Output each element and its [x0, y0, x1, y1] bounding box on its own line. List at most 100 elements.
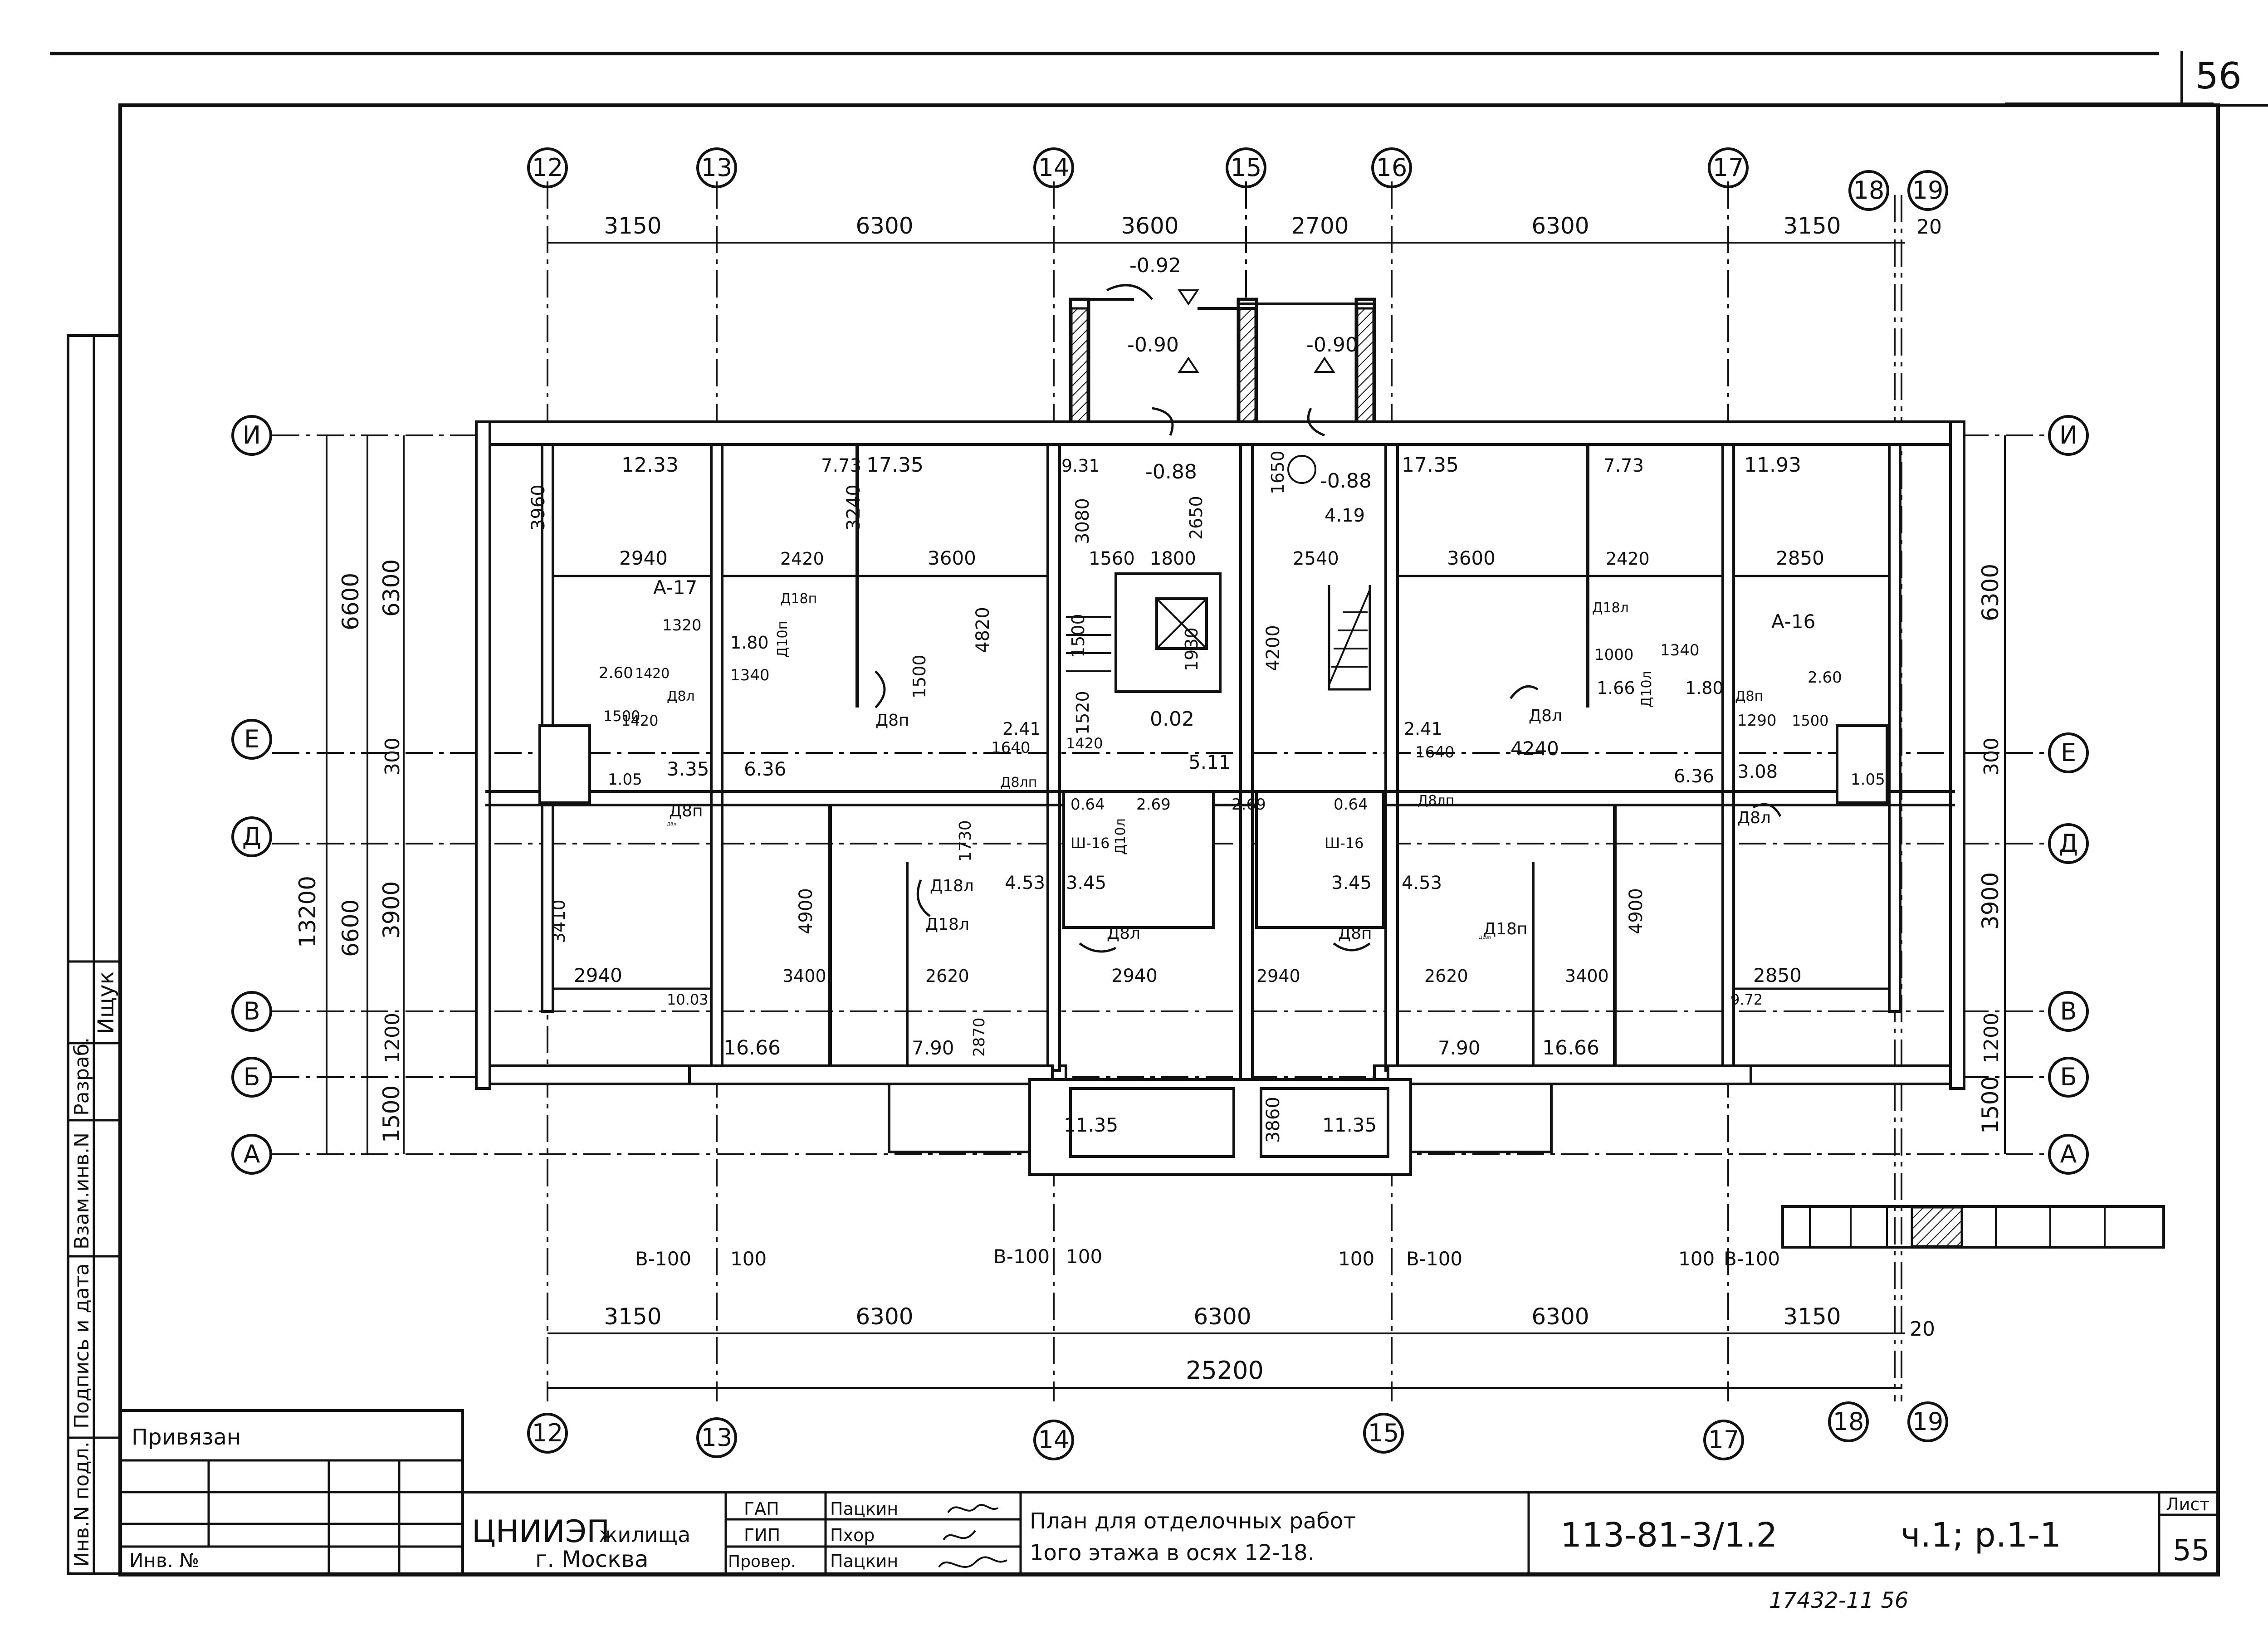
axis-markers-left: И Е Д В Б А — [231, 415, 272, 1175]
axis-marker-13-bottom: 13 — [696, 1417, 737, 1458]
svg-text:1730: 1730 — [956, 820, 975, 862]
level-1: -0.92 — [1129, 254, 1181, 277]
svg-text:1500: 1500 — [909, 654, 929, 698]
svg-text:В: В — [243, 997, 260, 1025]
svg-text:И: И — [2059, 421, 2077, 449]
svg-text:14: 14 — [1038, 1425, 1070, 1454]
room-areas: 12.33 7.73 17.35 9.31 17.35 7.73 11.93 1… — [599, 454, 1885, 1136]
svg-text:3.35: 3.35 — [667, 758, 709, 780]
svg-text:100: 100 — [1678, 1248, 1715, 1270]
svg-text:1000: 1000 — [1594, 646, 1634, 664]
svg-text:12: 12 — [532, 153, 563, 182]
svg-text:Д18л: Д18л — [925, 915, 969, 934]
axis-marker-12-bottom: 12 — [527, 1413, 568, 1454]
svg-text:1500: 1500 — [603, 708, 640, 725]
svg-text:16: 16 — [1376, 153, 1408, 182]
svg-text:100: 100 — [1338, 1248, 1374, 1270]
room-dimensions: 3960 3240 4820 3080 2650 1650 2940 2420 … — [528, 450, 1828, 1143]
svg-text:1520: 1520 — [1073, 691, 1093, 735]
svg-text:13200: 13200 — [294, 876, 321, 948]
axis-marker-D-right: Д — [2048, 823, 2089, 864]
axis-marker-14: 14 — [1033, 147, 1074, 188]
side-label-replace: Взам.инв.N — [70, 1132, 93, 1249]
svg-text:1800: 1800 — [1150, 548, 1196, 569]
dim-top-4: 2700 — [1291, 213, 1349, 239]
signatures — [938, 1504, 1007, 1568]
svg-text:Д8л: Д8л — [1107, 924, 1140, 943]
svg-text:2620: 2620 — [1424, 966, 1468, 986]
title-block — [119, 1409, 2219, 1575]
svg-text:4820: 4820 — [973, 607, 993, 653]
svg-text:6300: 6300 — [378, 559, 405, 617]
door-marks: А-17 А-16 Д18п Д8п Д8л Д10п Д18л Д8л Д8п… — [653, 284, 1815, 953]
svg-text:2940: 2940 — [1111, 966, 1158, 986]
svg-text:Д18п: Д18п — [1479, 935, 1491, 940]
level-3: -0.90 — [1306, 333, 1358, 356]
level-4: -0.88 — [1145, 460, 1197, 483]
axis-markers-bottom: 12 13 14 15 17 18 19 — [527, 1401, 1948, 1460]
dimension-bottom-labels: 3150 6300 6300 6300 3150 20 25200 — [604, 1303, 1935, 1385]
svg-text:3900: 3900 — [378, 881, 405, 939]
svg-text:В-100: В-100 — [1724, 1248, 1780, 1270]
inv-label: Инв. № — [129, 1549, 199, 1572]
drawing-part: ч.1; р.1-1 — [1901, 1516, 2061, 1555]
svg-text:300: 300 — [381, 737, 404, 776]
svg-text:Д18п: Д18п — [1483, 920, 1527, 938]
axis-marker-B-right: Б — [2048, 1057, 2089, 1098]
level-6: 0.02 — [1150, 708, 1194, 731]
svg-text:1500: 1500 — [1792, 712, 1828, 729]
side-stamp — [67, 334, 122, 1575]
svg-text:6.36: 6.36 — [744, 758, 787, 780]
svg-text:0.64: 0.64 — [1334, 796, 1368, 814]
svg-text:4900: 4900 — [1626, 888, 1647, 934]
axis-marker-B-left: Б — [231, 1057, 272, 1098]
svg-text:3240: 3240 — [843, 484, 864, 531]
svg-text:2850: 2850 — [1776, 547, 1824, 569]
svg-text:17: 17 — [1713, 153, 1744, 182]
svg-text:6600: 6600 — [337, 899, 364, 957]
svg-text:Ш-16: Ш-16 — [1325, 835, 1364, 852]
svg-text:13: 13 — [701, 1423, 733, 1452]
svg-text:1420: 1420 — [621, 712, 658, 729]
svg-text:2940: 2940 — [1256, 966, 1300, 986]
svg-text:4900: 4900 — [796, 888, 816, 934]
svg-text:2.41: 2.41 — [1002, 719, 1041, 739]
side-label-inv: Инв.N подл. — [70, 1441, 93, 1567]
svg-text:2620: 2620 — [925, 966, 969, 986]
svg-text:12: 12 — [532, 1419, 563, 1447]
svg-text:Б: Б — [2060, 1063, 2077, 1091]
axis-marker-I-left: И — [231, 415, 272, 456]
svg-text:100: 100 — [730, 1248, 767, 1270]
svg-text:3600: 3600 — [928, 547, 976, 569]
svg-text:19: 19 — [1912, 1407, 1944, 1436]
dim-bottom-6: 20 — [1910, 1318, 1935, 1341]
key-plan — [1781, 1205, 2165, 1249]
svg-text:11.35: 11.35 — [1322, 1114, 1377, 1136]
svg-text:А: А — [2060, 1140, 2077, 1168]
side-label-name: Ищук — [93, 971, 119, 1034]
svg-text:2.69: 2.69 — [1232, 796, 1266, 814]
dimension-left-labels: 6600 13200 6600 6300 300 3900 1200 1500 — [294, 559, 405, 1143]
svg-text:В-100: В-100 — [635, 1248, 691, 1270]
svg-text:1420: 1420 — [1066, 735, 1103, 752]
drawing-title-1: План для отделочных работ — [1030, 1508, 1356, 1534]
svg-text:И: И — [243, 421, 261, 449]
svg-text:17.35: 17.35 — [1402, 454, 1459, 477]
staircase — [1066, 572, 1371, 693]
svg-text:13: 13 — [701, 153, 733, 182]
dim-bottom-3: 6300 — [1193, 1303, 1251, 1330]
svg-text:Д10п: Д10п — [775, 621, 791, 658]
svg-text:9.31: 9.31 — [1061, 456, 1100, 476]
svg-text:6.36: 6.36 — [1674, 766, 1714, 787]
svg-text:18: 18 — [1853, 176, 1885, 205]
svg-text:Д8л: Д8л — [667, 822, 676, 827]
svg-text:Д8л: Д8л — [667, 688, 695, 704]
binding-labels: В-100 100 В-100 100 100 В-100 100 В-100 — [635, 1245, 1780, 1270]
role-check: Провер. — [728, 1552, 796, 1571]
bottom-note: 17432-11 56 — [1769, 1588, 1908, 1613]
dimension-right-labels: 6300 300 3900 1200 1500 — [1977, 564, 2004, 1134]
name-gip: Пхор — [830, 1525, 875, 1545]
svg-text:Д8п: Д8п — [1735, 688, 1763, 704]
svg-text:100: 100 — [1066, 1245, 1102, 1268]
svg-text:2.41: 2.41 — [1404, 719, 1442, 739]
